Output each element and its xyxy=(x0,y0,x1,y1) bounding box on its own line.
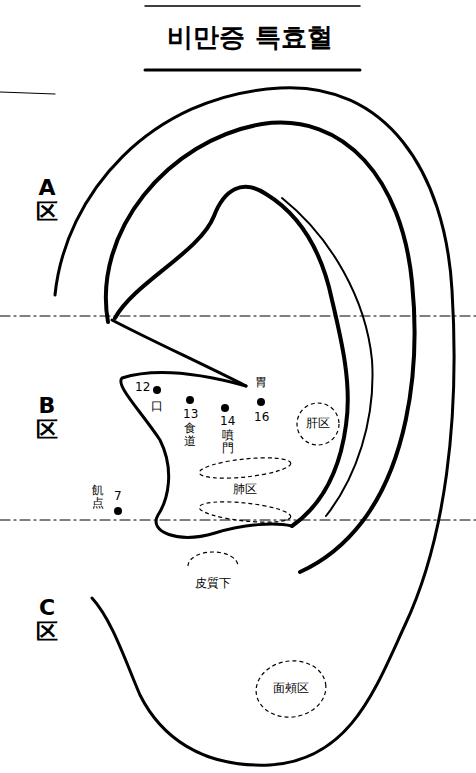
antihelix xyxy=(115,187,348,526)
helix-ridge xyxy=(106,123,415,572)
dashed-zone: 皮質下 xyxy=(178,548,248,592)
zone-divider xyxy=(0,519,476,520)
callout-number: 12 xyxy=(135,380,150,394)
zone-name: 肺区 xyxy=(233,482,257,498)
acupoint-dot xyxy=(153,386,161,394)
zone-label: C区 xyxy=(36,596,58,644)
point-name: 食道 xyxy=(184,422,196,448)
dashed-outline xyxy=(188,552,238,566)
margin-line xyxy=(0,92,55,94)
dashed-outline xyxy=(252,656,329,721)
concha-outline xyxy=(121,373,292,538)
callout-number: 16 xyxy=(254,410,269,424)
zone-name: 肝区 xyxy=(306,416,330,432)
dashed-zone: 肺区 xyxy=(195,456,295,524)
zone-divider xyxy=(0,315,476,316)
zone-label: B区 xyxy=(36,394,58,442)
point-name: 胃 xyxy=(255,374,267,391)
point-name: 口 xyxy=(151,398,163,415)
ear-outline xyxy=(55,88,454,765)
zone-label: A区 xyxy=(36,176,58,224)
callout-number: 7 xyxy=(114,489,122,503)
dashed-outline xyxy=(297,403,339,445)
dashed-outline xyxy=(198,454,291,482)
acupoint-dot xyxy=(221,404,229,412)
callout-number: 13 xyxy=(183,407,198,421)
acupoint-dot xyxy=(186,396,194,404)
point-name: 飢点 xyxy=(92,484,104,510)
zone-name: 面頰区 xyxy=(273,681,309,697)
title-rule xyxy=(145,5,360,7)
dashed-zone: 面頰区 xyxy=(255,660,327,718)
title-underline xyxy=(145,69,360,72)
acupoint-dot xyxy=(114,507,122,515)
dashed-zone: 肝区 xyxy=(296,402,340,446)
dashed-outline xyxy=(198,498,291,526)
callout-number: 14 xyxy=(220,414,235,428)
acupoint-dot xyxy=(257,398,265,406)
page-title: 비만증 특효혈 xyxy=(130,20,370,55)
antihelix-edge xyxy=(282,198,373,516)
zone-name: 皮質下 xyxy=(195,576,231,592)
point-name: 噴門 xyxy=(222,429,234,455)
